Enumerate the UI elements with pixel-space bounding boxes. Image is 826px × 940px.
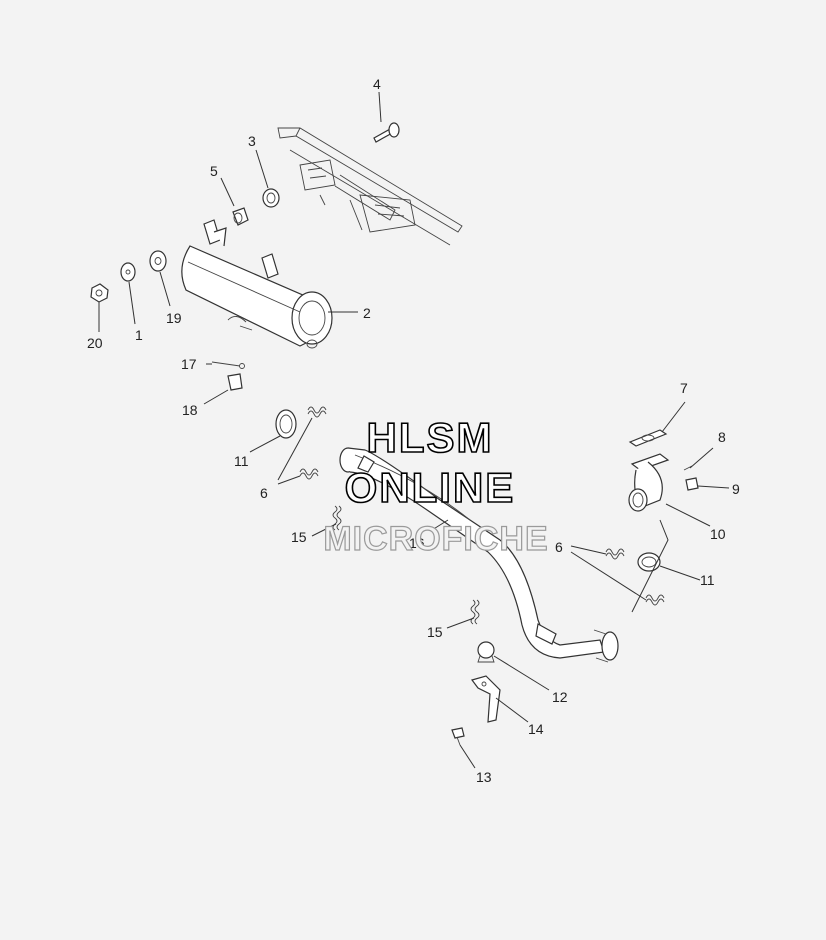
callout-20: 20: [87, 335, 103, 351]
pin-part-17: [211, 361, 245, 369]
callout-9: 9: [732, 481, 740, 497]
clip-part-18: [227, 373, 243, 391]
callout-15-upper: 15: [291, 529, 307, 545]
callout-2: 2: [363, 305, 371, 321]
stud-part-8: [683, 465, 693, 471]
callout-16: 16: [409, 535, 425, 551]
gasket-part-7: [628, 429, 668, 447]
muffler-part-2: [181, 219, 333, 349]
isolator-part-12: [477, 641, 495, 663]
gasket-ring-part-11-left: [275, 409, 297, 439]
leader-lines: [98, 91, 730, 769]
callout-13: 13: [476, 769, 492, 785]
spring-part-6-left-lower: [299, 468, 319, 480]
watermark: HLSM ONLINE MICROFICHE: [323, 413, 549, 558]
bolt-part-4: [373, 122, 400, 143]
callout-19: 19: [166, 310, 182, 326]
spring-part-6-right-upper: [605, 548, 625, 560]
callout-12: 12: [552, 689, 568, 705]
callout-18: 18: [182, 402, 198, 418]
bracket-part-14: [470, 675, 501, 723]
watermark-line-1: HLSM: [367, 414, 494, 461]
watermark-line-2: ONLINE: [345, 464, 516, 511]
callout-11-left: 11: [234, 453, 249, 469]
callout-5: 5: [210, 163, 218, 179]
nut-part-9: [685, 477, 699, 491]
grommet-part-3: [262, 188, 280, 208]
callout-6-right: 6: [555, 539, 563, 555]
nut-part-20: [90, 283, 109, 303]
callout-7: 7: [680, 380, 688, 396]
frame-rail: [277, 127, 463, 246]
callout-11-right: 11: [700, 572, 715, 588]
callout-labels: 4 3 5 2 20 1 19 17 18 11 6 15 16 15 7 8 …: [87, 76, 740, 785]
callout-10: 10: [710, 526, 726, 542]
watermark-line-3: MICROFICHE: [323, 520, 548, 558]
spring-part-6-left-upper: [307, 406, 327, 418]
callout-14: 14: [528, 721, 544, 737]
elbow-part-10: [628, 453, 670, 512]
exhaust-pipe-part-16: [339, 447, 619, 663]
spring-part-15-lower: [470, 599, 480, 625]
callout-1: 1: [135, 327, 143, 343]
spring-part-6-right-lower: [645, 594, 665, 606]
spacer-part-5: [232, 207, 249, 226]
washer-part-1: [120, 262, 136, 282]
callout-6-left: 6: [260, 485, 268, 501]
callout-4: 4: [373, 76, 381, 92]
callout-8: 8: [718, 429, 726, 445]
screw-part-13: [451, 727, 465, 746]
washer-part-19: [149, 250, 167, 272]
callout-15-lower: 15: [427, 624, 443, 640]
callout-17: 17: [181, 356, 197, 372]
callout-3: 3: [248, 133, 256, 149]
